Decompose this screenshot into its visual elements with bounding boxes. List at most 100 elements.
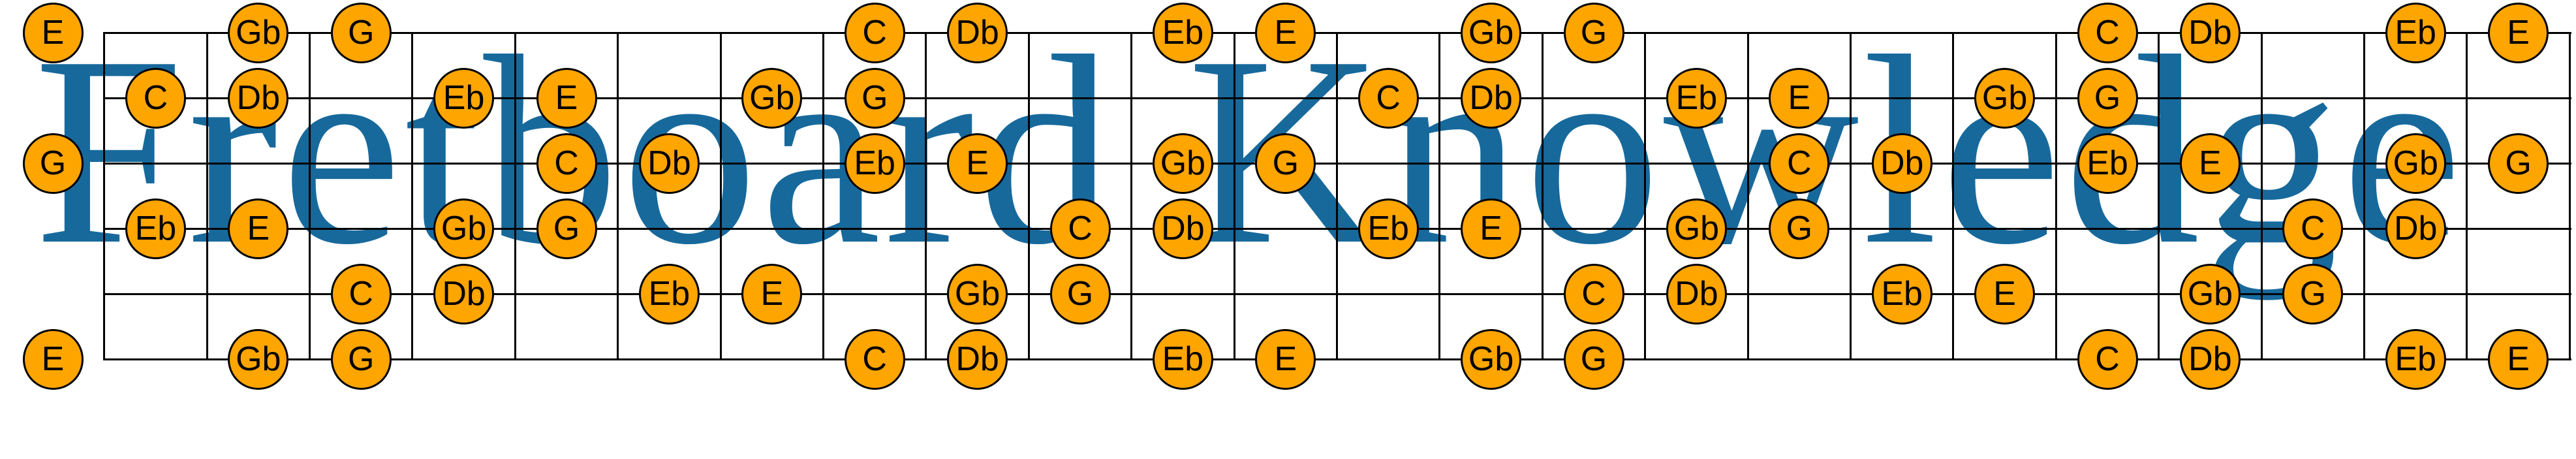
note-label: Db (1880, 144, 1924, 182)
note-label: E (1788, 79, 1811, 117)
note-label: C (1581, 275, 1606, 313)
note-marker: Db (1666, 263, 1727, 324)
note-marker: Gb (2179, 263, 2241, 324)
note-label: C (1376, 79, 1401, 117)
note-marker: E (1255, 328, 1316, 390)
note-marker: E (22, 2, 84, 63)
fret-line (1644, 31, 1647, 360)
note-marker: E (2488, 2, 2549, 63)
note-label: Eb (442, 79, 485, 117)
note-label: C (1787, 144, 1812, 182)
note-label: G (39, 144, 67, 182)
fret-line (206, 31, 208, 360)
note-label: Gb (1673, 210, 1720, 247)
fret-line (1027, 31, 1030, 360)
fret-line (2260, 31, 2263, 360)
fret-line (822, 31, 824, 360)
fret-line (1130, 31, 1133, 360)
note-label: Db (955, 340, 999, 378)
note-label: Eb (2395, 14, 2436, 52)
fret-line (309, 31, 311, 360)
note-marker: Db (638, 133, 700, 194)
note-marker: G (330, 2, 392, 63)
note-label: Db (1469, 79, 1513, 117)
note-marker: Eb (1358, 198, 1419, 259)
fret-line (2363, 31, 2365, 360)
note-label: E (1993, 275, 2016, 313)
note-label: Eb (1162, 340, 1204, 378)
note-label: Gb (236, 14, 281, 52)
note-marker: E (1255, 2, 1316, 63)
note-marker: E (536, 67, 597, 129)
note-marker: Eb (844, 133, 905, 194)
note-label: Db (442, 275, 486, 313)
note-marker: Gb (1974, 67, 2036, 129)
note-marker: Gb (433, 198, 495, 259)
note-marker: E (1461, 198, 1522, 259)
note-label: G (347, 340, 375, 378)
note-marker: Eb (2385, 2, 2446, 63)
note-label: G (1786, 210, 1813, 247)
note-marker: Gb (1461, 328, 1522, 390)
note-marker: Db (947, 2, 1008, 63)
note-marker: G (844, 67, 905, 129)
note-label: G (553, 210, 580, 247)
note-marker: Eb (433, 67, 495, 129)
note-marker: C (1049, 198, 1111, 259)
note-label: Eb (2087, 144, 2128, 182)
note-marker: Gb (1461, 2, 1522, 63)
note-label: E (1274, 340, 1297, 378)
note-label: G (1272, 144, 1299, 182)
note-marker: E (228, 198, 289, 259)
fret-line (925, 31, 927, 360)
note-label: Eb (1367, 210, 1409, 247)
note-label: Eb (1881, 275, 1923, 313)
note-label: Db (236, 79, 281, 117)
note-marker: C (536, 133, 597, 194)
note-label: Db (647, 144, 691, 182)
note-marker: G (2282, 263, 2344, 324)
fret-line (1541, 31, 1544, 360)
note-marker: E (1769, 67, 1830, 129)
note-marker: G (22, 133, 84, 194)
note-marker: Eb (125, 198, 186, 259)
note-marker: G (1255, 133, 1316, 194)
note-marker: G (2077, 67, 2138, 129)
note-marker: G (1563, 328, 1624, 390)
note-label: Gb (749, 79, 795, 117)
note-marker: C (125, 67, 186, 129)
note-label: Gb (2187, 275, 2233, 313)
note-marker: G (330, 328, 392, 390)
note-marker: E (22, 328, 84, 390)
fret-line (514, 31, 516, 360)
note-marker: Gb (228, 328, 289, 390)
fret-line (1336, 31, 1338, 360)
note-marker: Db (433, 263, 495, 324)
fret-line (719, 31, 722, 360)
note-label: C (2095, 340, 2120, 378)
note-marker: C (330, 263, 392, 324)
fret-line (1952, 31, 1955, 360)
note-label: E (966, 144, 989, 182)
note-marker: C (844, 2, 905, 63)
fret-line (617, 31, 619, 360)
note-label: G (861, 79, 888, 117)
note-marker: Gb (741, 67, 803, 129)
note-marker: Eb (2385, 328, 2446, 390)
fret-line (1746, 31, 1749, 360)
note-label: C (2301, 210, 2325, 247)
note-marker: G (536, 198, 597, 259)
note-marker: E (947, 133, 1008, 194)
fret-line (2466, 31, 2468, 360)
note-label: Db (1161, 210, 1205, 247)
note-label: E (2507, 340, 2530, 378)
fret-line (2568, 31, 2571, 360)
note-marker: E (2488, 328, 2549, 390)
note-label: Eb (2395, 340, 2436, 378)
note-marker: C (1769, 133, 1830, 194)
fret-line (2055, 31, 2057, 360)
note-marker: E (2179, 133, 2241, 194)
note-marker: Db (2179, 328, 2241, 390)
note-marker: Eb (638, 263, 700, 324)
